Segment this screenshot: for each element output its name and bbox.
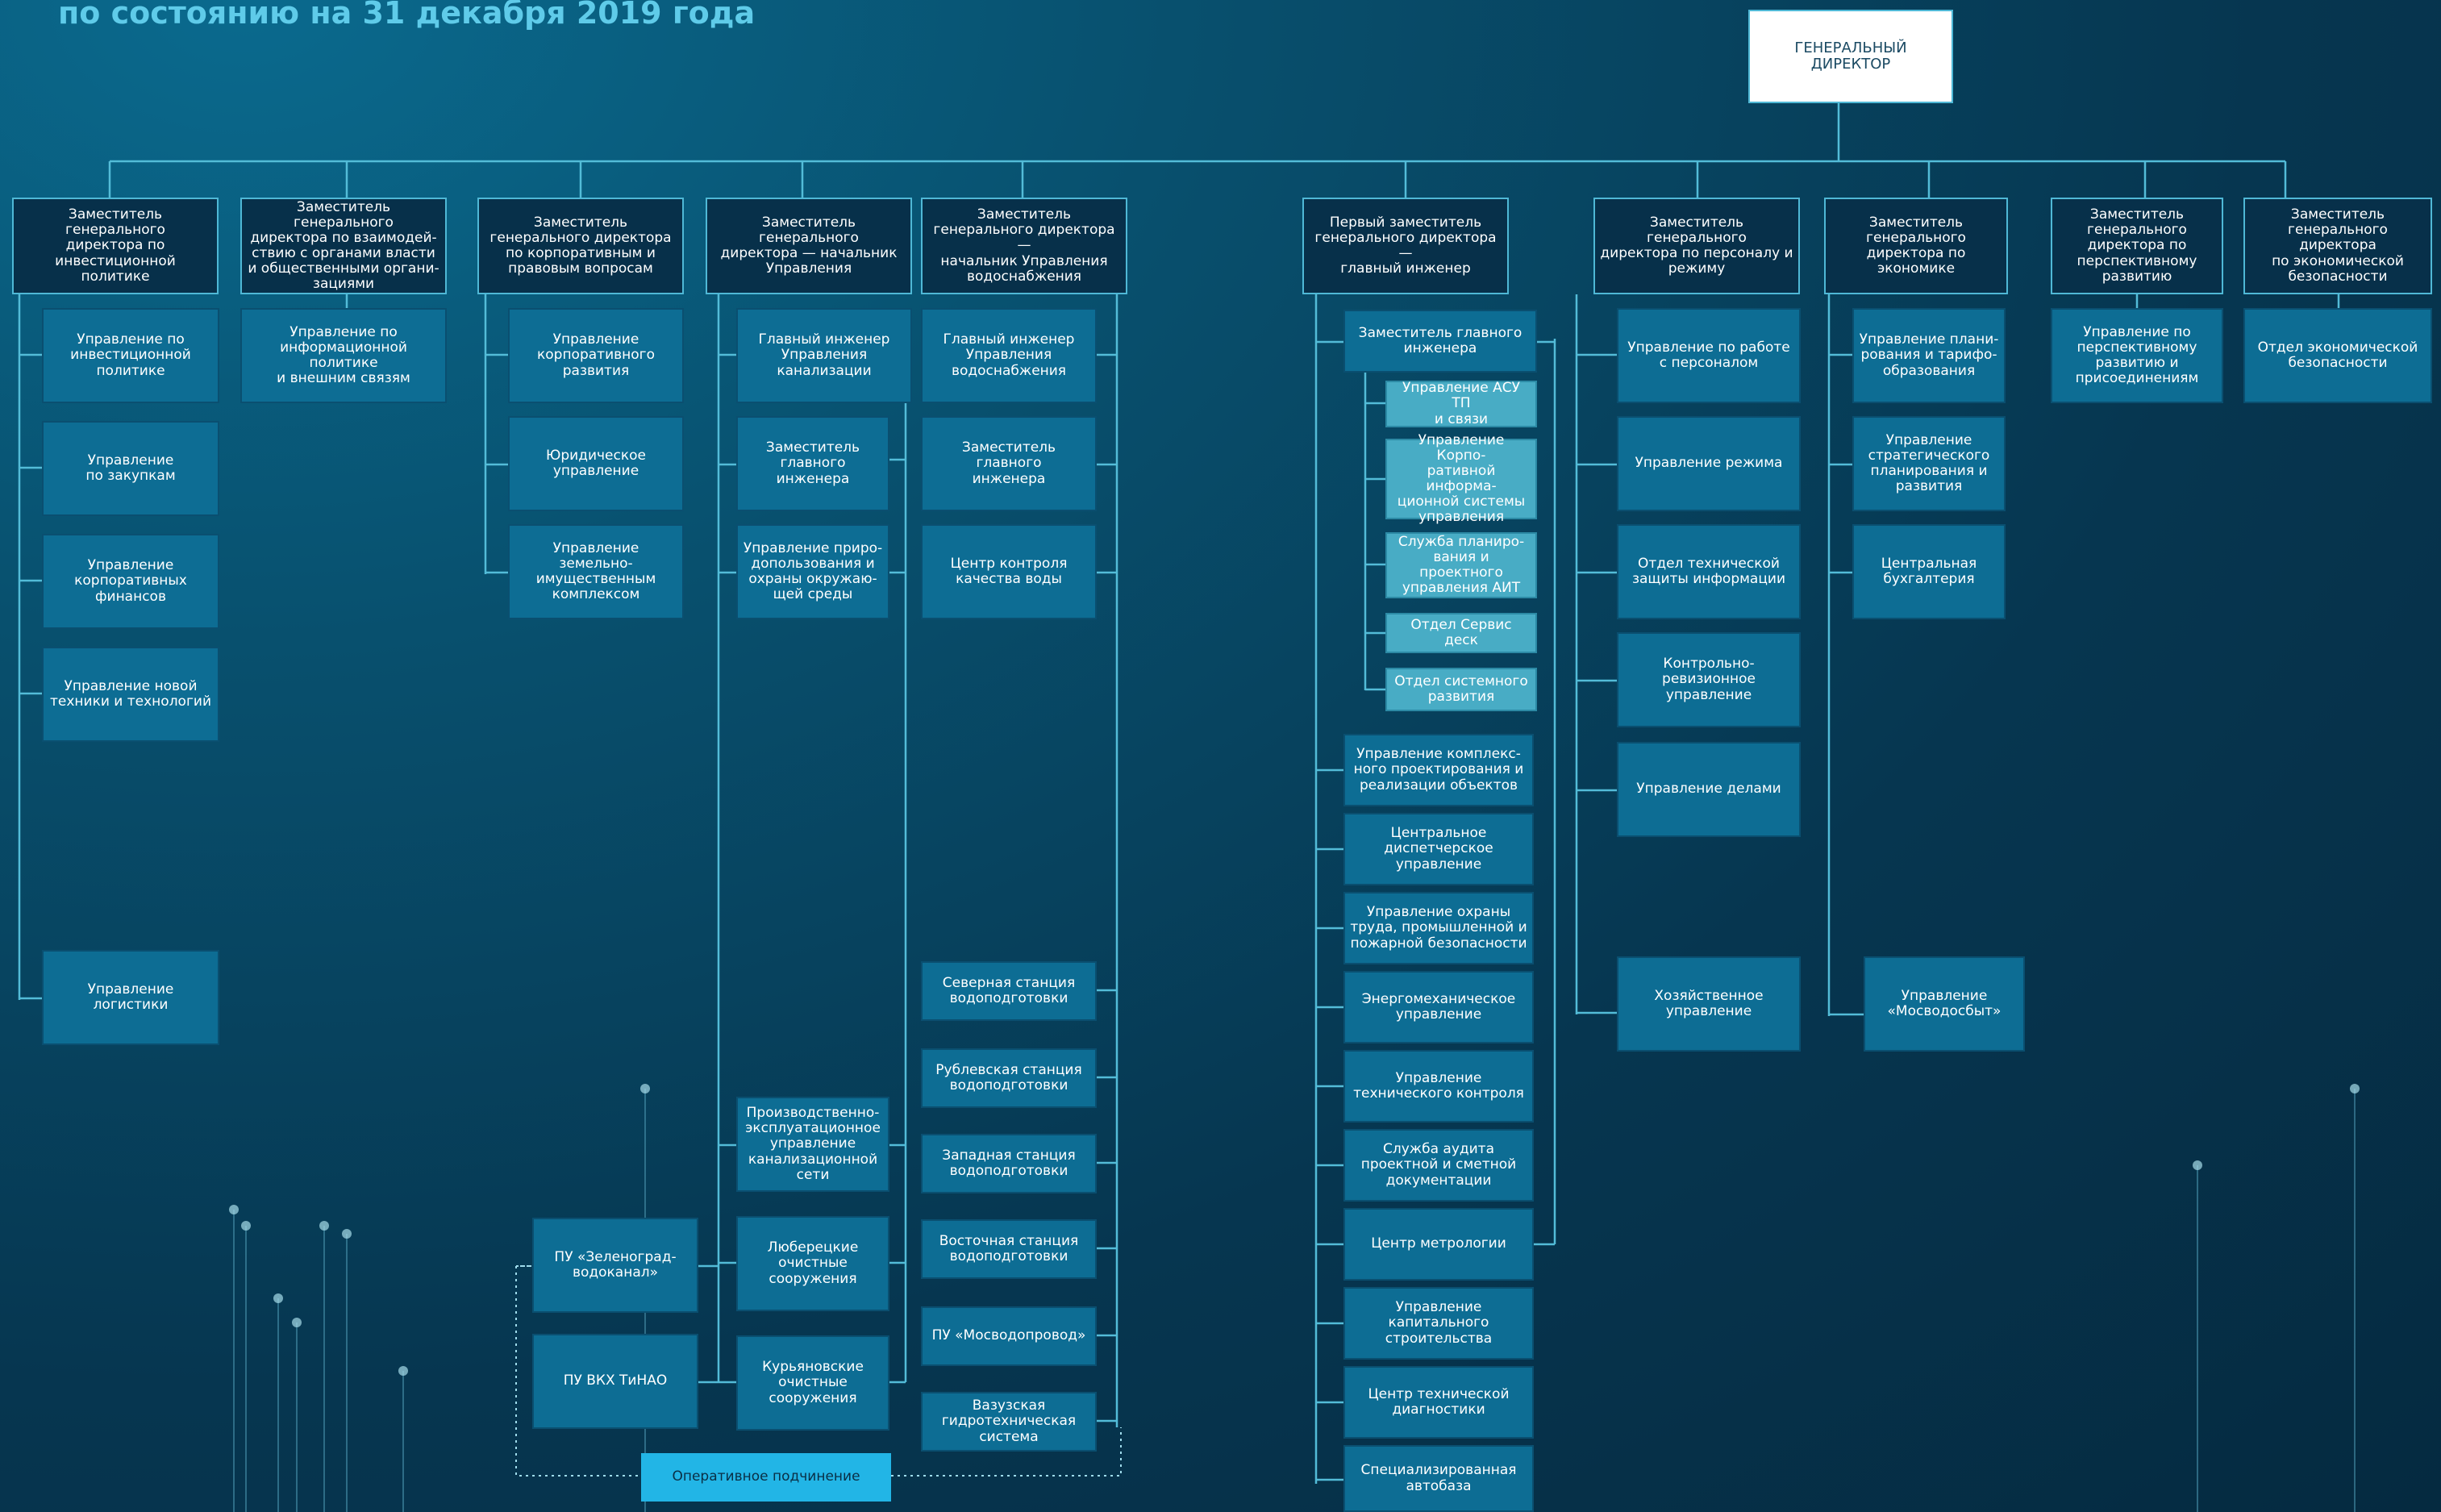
node-u1e: Управление логистики xyxy=(42,950,219,1045)
node-pz: ПУ «Зеленоград- водоканал» xyxy=(532,1218,698,1313)
node-u8b: Управление стратегического планирования … xyxy=(1852,416,2006,511)
node-u3c: Управление земельно- имущественным компл… xyxy=(508,524,684,619)
node-u6e: Управление технического контроля xyxy=(1343,1050,1534,1123)
node-u6h: Управление капитального строительства xyxy=(1343,1287,1534,1360)
node-u4c: Управление приро- допользования и охраны… xyxy=(736,524,889,619)
node-s4: Отдел Сервис деск xyxy=(1385,613,1537,653)
node-u7a: Управление по работе с персоналом xyxy=(1617,308,1801,403)
decor-light-2725 xyxy=(2193,1160,2202,1170)
decor-light-2920 xyxy=(2350,1084,2360,1093)
node-c4: Заместитель генерального директора — нач… xyxy=(706,198,912,294)
node-u7e: Управление делами xyxy=(1617,742,1801,837)
node-c1: Заместитель генерального директора по ин… xyxy=(12,198,219,294)
node-u6f: Служба аудита проектной и сметной докуме… xyxy=(1343,1129,1534,1202)
node-u6a: Управление комплекс- ного проектирования… xyxy=(1343,734,1534,806)
node-c2: Заместитель генерального директора по вз… xyxy=(240,198,447,294)
node-u7d: Контрольно- ревизионное управление xyxy=(1617,632,1801,727)
node-c8: Заместитель генерального директора по эк… xyxy=(1824,198,2008,294)
node-u4d: Производственно- эксплуатационное управл… xyxy=(736,1097,889,1192)
node-u8a: Управление плани- рования и тарифо- обра… xyxy=(1852,308,2006,403)
decor-light-402 xyxy=(319,1221,329,1231)
decor-light-800 xyxy=(640,1084,650,1093)
node-u5c: Центр контроля качества воды xyxy=(921,524,1097,619)
node-u6b: Центральное диспетчерское управление xyxy=(1343,813,1534,885)
node-u5h: ПУ «Мосводопровод» xyxy=(921,1306,1097,1366)
node-u3b: Юридическое управление xyxy=(508,416,684,511)
node-u7b: Управление режима xyxy=(1617,416,1801,511)
node-u7c: Отдел технической защиты информации xyxy=(1617,524,1801,619)
node-u6z: Заместитель главного инженера xyxy=(1343,310,1537,373)
node-u8d: Управление «Мосводосбыт» xyxy=(1864,956,2025,1052)
node-u5a: Главный инженер Управления водоснабжения xyxy=(921,308,1097,403)
node-u1d: Управление новой техники и технологий xyxy=(42,647,219,742)
node-u6c: Управление охраны труда, промышленной и … xyxy=(1343,892,1534,964)
node-gd: ГЕНЕРАЛЬНЫЙ ДИРЕКТОР xyxy=(1748,10,1953,103)
decor-light-368 xyxy=(292,1318,302,1327)
decor-light-345 xyxy=(273,1293,283,1303)
node-c3: Заместитель генерального директора по ко… xyxy=(477,198,684,294)
node-u4e: Люберецкие очистные сооружения xyxy=(736,1216,889,1311)
node-u6d: Энергомеханическое управление xyxy=(1343,971,1534,1043)
dotted-connector-51 xyxy=(515,1265,641,1477)
node-u5d: Северная станция водоподготовки xyxy=(921,961,1097,1021)
chart-date-caption: по состоянию на 31 декабря 2019 года xyxy=(58,0,756,31)
node-u5f: Западная станция водоподготовки xyxy=(921,1134,1097,1193)
node-u5g: Восточная станция водоподготовки xyxy=(921,1219,1097,1279)
node-u7f: Хозяйственное управление xyxy=(1617,956,1801,1052)
node-c7: Заместитель генерального директора по пе… xyxy=(1593,198,1800,294)
decor-light-500 xyxy=(398,1366,408,1376)
node-u5b: Заместитель главного инженера xyxy=(921,416,1097,511)
node-u10a: Отдел экономической безопасности xyxy=(2243,308,2432,403)
node-u3a: Управление корпоративного развития xyxy=(508,308,684,403)
decor-light-305 xyxy=(241,1221,251,1231)
legend-operational-subordination: Оперативное подчинение xyxy=(641,1453,891,1502)
node-c9: Заместитель генерального директора по пе… xyxy=(2051,198,2223,294)
node-u1c: Управление корпоративных финансов xyxy=(42,534,219,629)
node-u4f: Курьяновские очистные сооружения xyxy=(736,1335,889,1431)
node-u6i: Центр технической диагностики xyxy=(1343,1366,1534,1439)
node-u4b: Заместитель главного инженера xyxy=(736,416,889,511)
node-c5: Заместитель генерального директора — нач… xyxy=(921,198,1127,294)
node-pt: ПУ ВКХ ТиНАО xyxy=(532,1334,698,1429)
node-u5i: Вазузская гидротехническая система xyxy=(921,1392,1097,1452)
decor-light-430 xyxy=(342,1229,352,1239)
node-s1: Управление АСУ ТП и связи xyxy=(1385,381,1537,427)
node-u1b: Управление по закупкам xyxy=(42,421,219,516)
node-u5e: Рублевская станция водоподготовки xyxy=(921,1048,1097,1108)
node-s3: Служба планиро- вания и проектного управ… xyxy=(1385,532,1537,598)
node-u4a: Главный инженер Управления канализации xyxy=(736,308,912,403)
node-u6j: Специализированная автобаза xyxy=(1343,1445,1534,1512)
node-u2a: Управление по информационной политике и … xyxy=(240,308,447,403)
node-c10: Заместитель генерального директора по эк… xyxy=(2243,198,2432,294)
node-u6g: Центр метрологии xyxy=(1343,1208,1534,1281)
node-s2: Управление Корпо- ративной информа- цион… xyxy=(1385,432,1537,525)
node-c6: Первый заместитель генерального директор… xyxy=(1302,198,1509,294)
decor-light-290 xyxy=(229,1205,239,1214)
node-s5: Отдел системного развития xyxy=(1385,668,1537,711)
node-u9a: Управление по перспективному развитию и … xyxy=(2051,308,2223,403)
node-u1a: Управление по инвестиционной политике xyxy=(42,308,219,403)
node-u8c: Центральная бухгалтерия xyxy=(1852,524,2006,619)
